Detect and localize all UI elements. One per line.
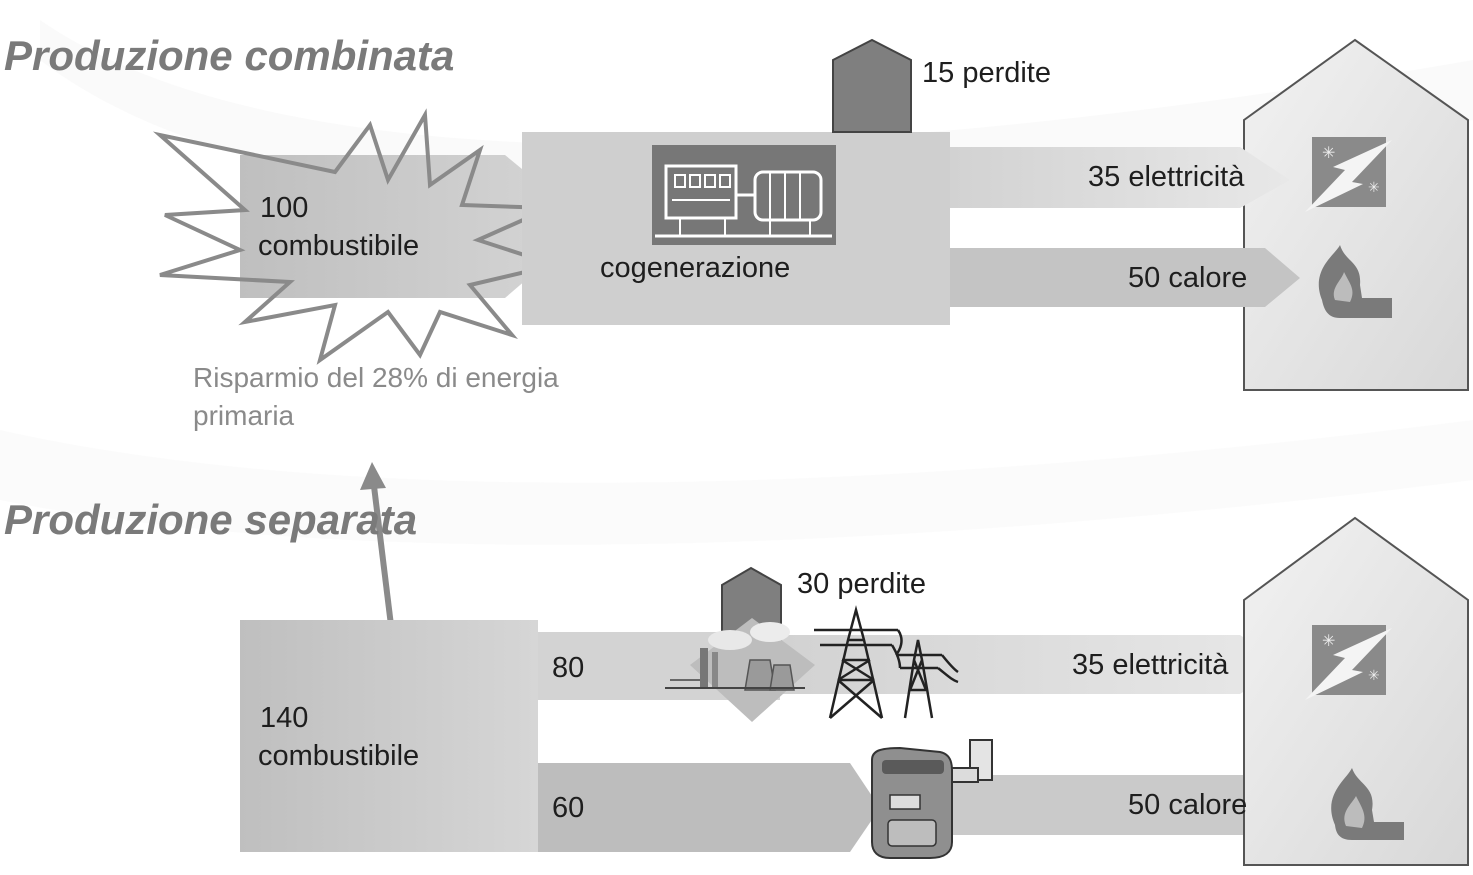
combined-heat-label: 50 calore <box>1128 262 1248 294</box>
separate-heading: Produzione separata <box>4 496 418 543</box>
flame-icon <box>1331 768 1404 840</box>
power-plant-icon <box>665 618 815 722</box>
house-icon <box>1243 38 1469 391</box>
lightning-icon: ✳ ✳ <box>1305 625 1392 700</box>
savings-line-1: Risparmio del 28% di energia <box>193 362 559 393</box>
separate-fuel-value: 140 <box>260 702 309 734</box>
combined-heat-arrow <box>950 248 1300 307</box>
combined-fuel-arrow <box>240 155 590 298</box>
separate-losses-label: 30 perdite <box>797 568 926 600</box>
svg-text:✳: ✳ <box>1322 631 1335 650</box>
cogeneration-label: cogenerazione <box>600 252 791 284</box>
combined-losses-label: 15 perdite <box>922 57 1051 89</box>
separate-fuel-label: combustibile <box>258 740 420 772</box>
separate-electricity-arrow <box>780 635 1285 694</box>
svg-text:✳: ✳ <box>1322 143 1335 162</box>
power-pylon-icon <box>814 605 959 719</box>
separate-electricity-label: 35 elettricità <box>1072 649 1229 681</box>
separate-heat-out-arrow <box>950 775 1300 835</box>
svg-text:✳: ✳ <box>1368 668 1380 684</box>
flame-icon <box>1318 245 1392 318</box>
combined-fuel-value: 100 <box>260 192 309 224</box>
burst-icon <box>152 108 563 365</box>
combined-heading: Produzione combinata <box>4 32 455 79</box>
separate-heat-label: 50 calore <box>1128 789 1248 821</box>
cogeneration-engine-icon <box>652 145 836 245</box>
boiler-icon <box>871 739 993 859</box>
separate-power-value: 80 <box>552 652 585 684</box>
separate-boiler-value: 60 <box>552 792 585 824</box>
chimney-icon <box>832 38 912 133</box>
separate-fuel-box <box>240 620 538 852</box>
combined-electricity-arrow <box>950 147 1290 208</box>
svg-text:✳: ✳ <box>1368 180 1380 196</box>
lightning-icon: ✳ ✳ <box>1305 137 1392 212</box>
savings-line-2: primaria <box>193 400 295 431</box>
combined-electricity-label: 35 elettricità <box>1088 161 1245 193</box>
separate-heat-arrow <box>538 763 880 852</box>
combined-fuel-label: combustibile <box>258 230 420 262</box>
